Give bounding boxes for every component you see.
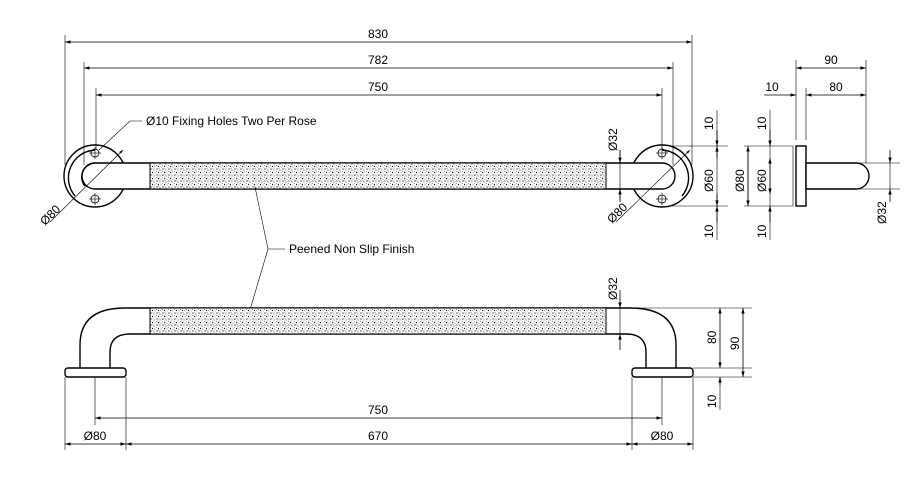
dim-side-10-bottom: 10 [755, 224, 769, 238]
dim-front-90: 90 [728, 336, 742, 350]
dim-side-10: 10 [765, 80, 779, 94]
dim-side-60-dia: Ø60 [755, 169, 769, 192]
dim-bottom-left-80: Ø80 [84, 429, 107, 443]
dim-tube-32: Ø32 [606, 128, 620, 151]
dim-bottom-right-80: Ø80 [651, 429, 674, 443]
dim-left-rose-80: Ø80 [37, 202, 63, 228]
fixing-hole-right-top [656, 147, 668, 159]
fixing-holes-label: Ø10 Fixing Holes Two Per Rose [146, 114, 317, 128]
elevation-view: Ø32 80 90 10 750 Ø80 670 Ø80 [64, 277, 752, 450]
tube-elevation-bottom [109, 333, 647, 368]
peened-section-elevation [149, 307, 607, 335]
dim-bottom-750: 750 [368, 403, 388, 417]
peened-section-plan [149, 162, 607, 190]
fixing-hole-left-bottom [89, 193, 101, 205]
side-view: 90 10 80 10 Ø80 Ø60 10 Ø32 [733, 53, 900, 240]
dim-right-10-bottom: 10 [702, 224, 716, 238]
fixing-hole-right-bottom [656, 193, 668, 205]
dim-side-10-top: 10 [755, 116, 769, 130]
finish-leader: Peened Non Slip Finish [246, 186, 414, 321]
dim-front-10: 10 [705, 394, 719, 408]
dim-front-32: Ø32 [606, 277, 620, 300]
dim-bottom-670: 670 [368, 429, 388, 443]
side-tube [805, 162, 870, 190]
plan-view: 830 782 750 [37, 27, 728, 240]
dim-right-rose-80: Ø80 [604, 200, 630, 226]
dim-front-80: 80 [705, 330, 719, 344]
dim-782: 782 [368, 53, 388, 67]
dim-right-10-top: 10 [702, 116, 716, 130]
dim-side-32: Ø32 [875, 201, 889, 224]
dim-side-80-dia: Ø80 [733, 169, 747, 192]
dim-830: 830 [368, 27, 388, 41]
fixing-hole-left-top [89, 147, 101, 159]
dim-750: 750 [368, 80, 388, 94]
dim-side-90: 90 [824, 53, 838, 67]
right-foot-flange [631, 367, 694, 378]
side-flange [795, 145, 807, 207]
dim-side-80: 80 [829, 80, 843, 94]
left-foot-flange [64, 367, 127, 378]
finish-label: Peened Non Slip Finish [289, 242, 414, 256]
dim-right-60: Ø60 [702, 169, 716, 192]
